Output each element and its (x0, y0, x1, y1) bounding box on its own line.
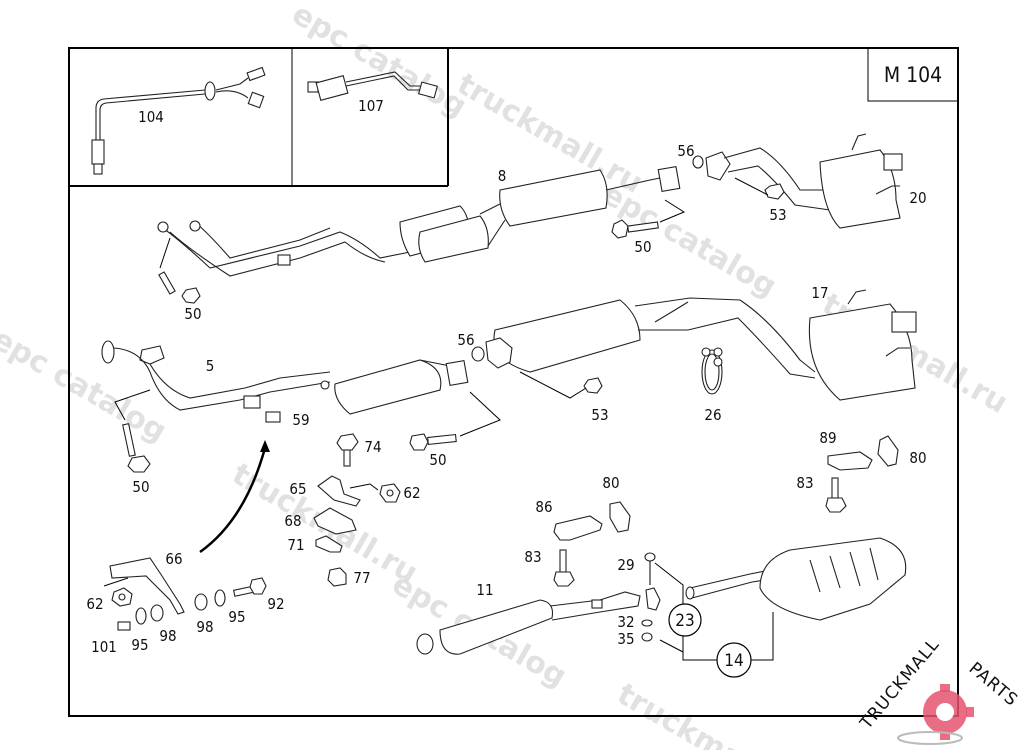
callout-8: 8 (498, 167, 507, 185)
part-83-bolt[interactable]: 83 (524, 548, 575, 587)
callout-77: 77 (353, 569, 370, 587)
callout-65: 65 (289, 480, 306, 498)
model-code-box: M 104 (867, 47, 959, 102)
group-callout-23[interactable]: 23 (654, 562, 702, 653)
callout-56: 56 (677, 142, 694, 160)
callout-35: 35 (617, 630, 634, 648)
part-8-exhaust-pipe-upper[interactable]: 8 (157, 165, 681, 277)
direction-arrow (199, 440, 270, 554)
callout-98: 98 (159, 627, 176, 645)
part-5-front-exhaust-pipe[interactable]: 5 (101, 340, 469, 415)
callout-23: 23 (675, 611, 694, 631)
callout-53: 53 (769, 206, 786, 224)
part-92-bolt[interactable]: 92 (232, 577, 285, 613)
watermark-text: truckmall.ru (611, 677, 809, 750)
watermark-text: epc catalog (0, 322, 172, 450)
part-50-bolt[interactable]: 50 (114, 389, 151, 496)
part-50-bolt[interactable]: 50 (409, 391, 501, 469)
part-98-rubber-bushing[interactable]: 98 (150, 604, 177, 645)
callout-50: 50 (634, 238, 651, 256)
part-71-plate[interactable]: 71 (287, 535, 343, 554)
brand-logo: TRUCKMALL PARTS (856, 635, 1022, 745)
callout-95: 95 (228, 608, 245, 626)
callout-95: 95 (131, 636, 148, 654)
callout-74: 74 (364, 438, 381, 456)
callout-62: 62 (86, 595, 103, 613)
part-95-washer[interactable]: 95 (131, 607, 149, 654)
part-11-front-muffler[interactable]: 11 (416, 581, 641, 655)
part-95-washer[interactable]: 95 (214, 589, 246, 626)
callout-50: 50 (132, 478, 149, 496)
part-89-bracket[interactable]: 89 (819, 429, 873, 471)
part-17-rear-muffler[interactable]: 17 (471, 284, 917, 401)
callout-92: 92 (267, 595, 284, 613)
watermark-text: epc catalog (596, 177, 782, 305)
callout-53: 53 (591, 406, 608, 424)
callout-86: 86 (535, 498, 552, 516)
callout-80: 80 (909, 449, 926, 467)
part-62-nut[interactable]: 62 (379, 483, 421, 503)
callout-83: 83 (796, 474, 813, 492)
callout-29: 29 (617, 556, 634, 574)
part-86-bracket[interactable]: 86 (535, 498, 603, 541)
part-101-screw[interactable]: 101 (91, 621, 131, 656)
part-74-bolt[interactable]: 74 (336, 433, 382, 467)
part-26-clamp[interactable]: 26 (701, 347, 723, 424)
callout-59: 59 (292, 411, 309, 429)
callout-83: 83 (524, 548, 541, 566)
part-32-washer[interactable]: 32 (617, 613, 653, 631)
callout-62: 62 (403, 484, 420, 502)
part-53-nut[interactable]: 53 (591, 406, 608, 424)
part-80-rubber-mount[interactable]: 80 (877, 435, 927, 467)
callout-80: 80 (602, 474, 619, 492)
part-50-bolt[interactable]: 50 (611, 199, 686, 256)
part-56-seal[interactable]: 56 (457, 331, 474, 349)
part-65-bracket[interactable]: 65 (289, 475, 379, 507)
part-20-rear-muffler-upper[interactable]: 56 20 53 (677, 133, 927, 229)
callout-14: 14 (724, 651, 743, 671)
part-66-bracket[interactable]: 66 (103, 550, 185, 615)
part-107-oxygen-sensor[interactable]: 107 (307, 71, 438, 115)
callout-98: 98 (196, 618, 213, 636)
diagram-frame (68, 47, 959, 717)
part-98-rubber-bushing[interactable]: 98 (194, 593, 214, 636)
callout-107: 107 (358, 97, 384, 115)
callout-104: 104 (138, 108, 164, 126)
part-83-bolt[interactable]: 83 (796, 474, 847, 513)
callout-50: 50 (184, 305, 201, 323)
callout-20: 20 (909, 189, 926, 207)
part-80-rubber-mount[interactable]: 80 (602, 474, 631, 533)
inset-panel (69, 48, 449, 187)
callout-32: 32 (617, 613, 634, 631)
part-68-plate[interactable]: 68 (284, 507, 357, 535)
callout-5: 5 (206, 357, 215, 375)
callout-26: 26 (704, 406, 721, 424)
callout-56: 56 (457, 331, 474, 349)
part-62-nut[interactable]: 62 (86, 587, 133, 613)
callout-17: 17 (811, 284, 828, 302)
part-50-bolt[interactable]: 50 (158, 237, 202, 323)
part-104-oxygen-sensor[interactable]: 104 (91, 66, 266, 175)
part-29-bolt[interactable]: 29 (617, 552, 661, 611)
brand-name-right: PARTS (965, 659, 1022, 711)
callout-71: 71 (287, 536, 304, 554)
gear-icon (897, 684, 974, 745)
part-rear-muffler-assembly[interactable] (685, 537, 907, 621)
model-code: M 104 (884, 63, 942, 87)
part-77-nut[interactable]: 77 (327, 567, 371, 587)
part-59-clip[interactable]: 59 (265, 411, 310, 429)
callout-66: 66 (165, 550, 182, 568)
callout-89: 89 (819, 429, 836, 447)
part-35-nut[interactable]: 35 (617, 630, 653, 648)
group-callout-14[interactable]: 14 (682, 612, 774, 678)
callout-11: 11 (476, 581, 493, 599)
callout-50: 50 (429, 451, 446, 469)
callout-101: 101 (91, 638, 117, 656)
callout-68: 68 (284, 512, 301, 530)
